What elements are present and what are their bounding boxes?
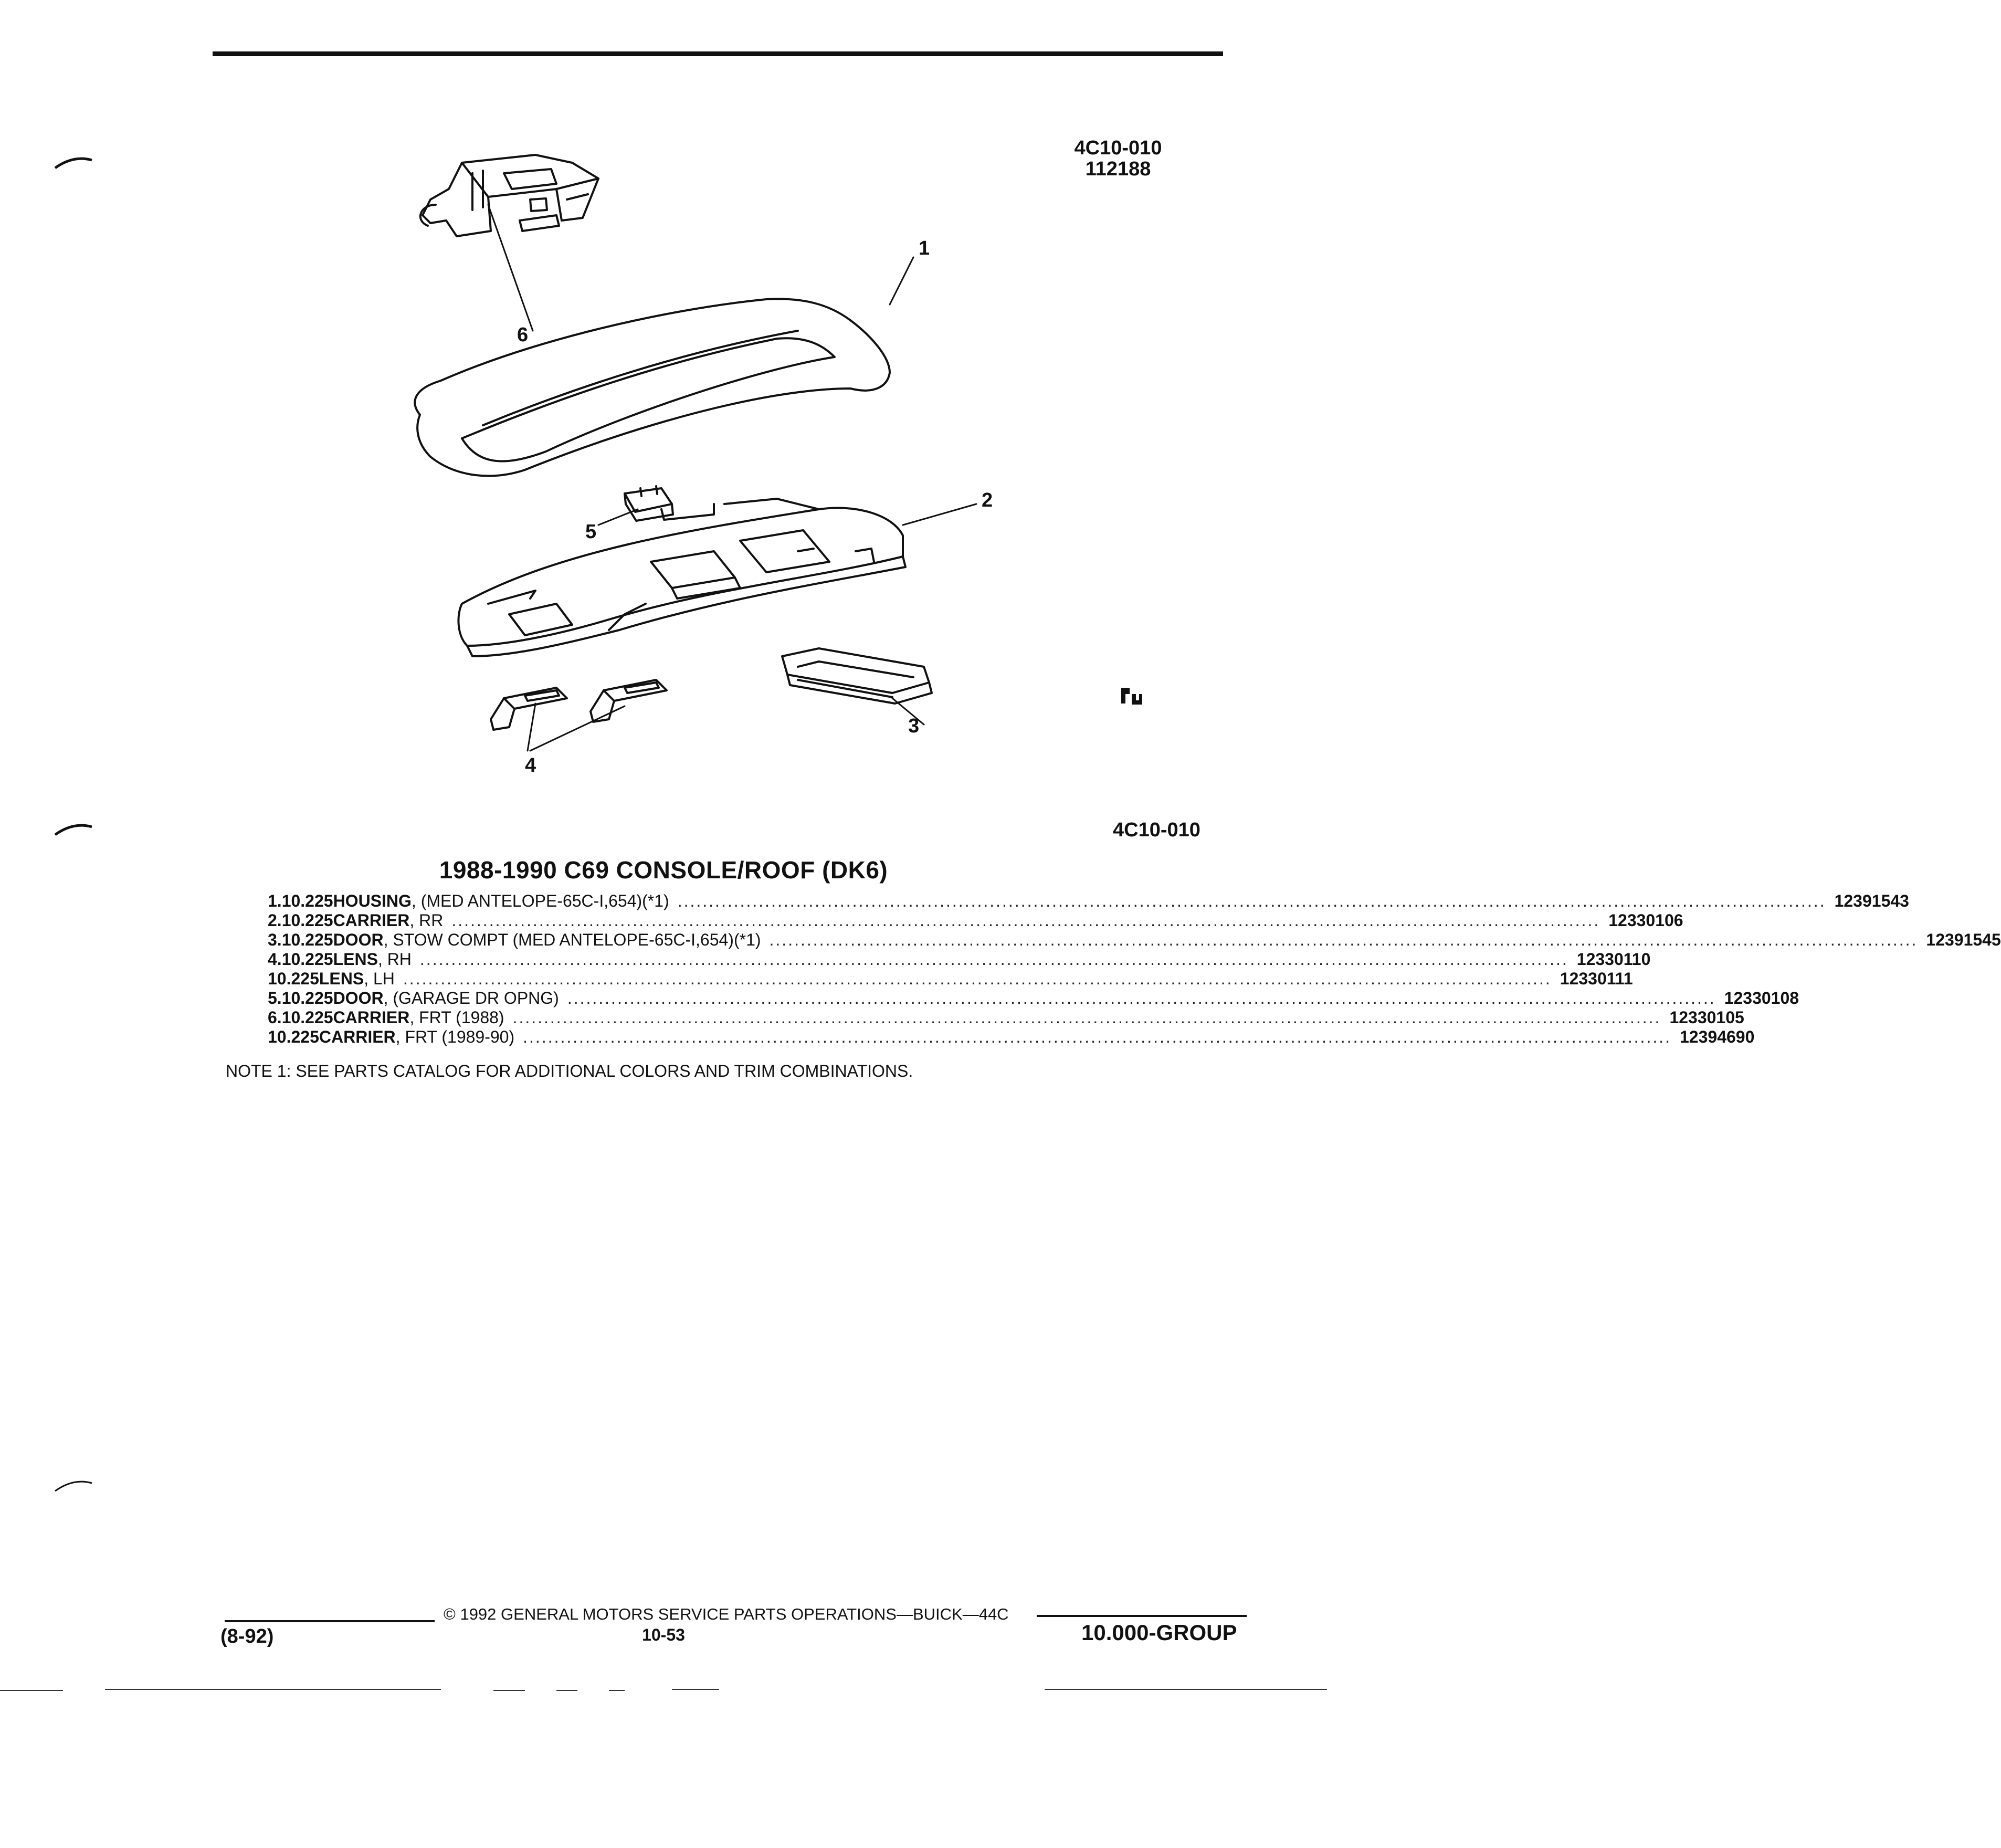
item-number: 3. — [268, 930, 282, 949]
parts-row: 2. 10.225 CARRIER , RR 12330106 — [268, 911, 1683, 930]
parts-row: 6. 10.225 CARRIER , FRT (1988) 12330105 — [268, 1008, 1744, 1027]
group-number: 10.225 — [268, 1027, 319, 1046]
callout-1: 1 — [919, 237, 930, 259]
part-number: 12330111 — [1560, 969, 1633, 988]
gm-parts-logo — [1121, 688, 1142, 705]
part-description: , (GARAGE DR OPNG) — [383, 989, 559, 1007]
front-carrier-bracket — [419, 154, 599, 237]
item-number: 2. — [268, 911, 282, 930]
punch-mark-1 — [54, 157, 92, 170]
part-name: LENS — [319, 969, 364, 988]
item-number: 1. — [268, 891, 282, 910]
part-description: , STOW COMPT (MED ANTELOPE-65C-I,654)(*1… — [383, 930, 761, 949]
item-number: 4. — [268, 950, 282, 969]
group-number: 10.225 — [281, 911, 333, 930]
exploded-view-illustration: 1 2 3 4 5 6 — [414, 154, 993, 776]
group-number: 10.225 — [281, 1008, 333, 1027]
figure-code: 4C10-010 — [1074, 137, 1162, 159]
part-name: DOOR — [333, 989, 384, 1007]
punch-mark-3 — [55, 1480, 92, 1492]
part-number: 12391545 — [1926, 930, 2001, 949]
callout-3: 3 — [908, 715, 919, 737]
footer-rule-left — [225, 1620, 435, 1622]
footer-rule-right — [1037, 1615, 1247, 1617]
part-description: , FRT (1988) — [409, 1008, 504, 1027]
part-description: , (MED ANTELOPE-65C-I,654)(*1) — [411, 891, 669, 910]
part-number: 12391543 — [1834, 891, 1909, 910]
leader-dots — [770, 930, 1918, 950]
group-number: 10.225 — [268, 969, 319, 988]
parts-row: 5. 10.225 DOOR , (GARAGE DR OPNG) 123301… — [268, 989, 1799, 1008]
leader-dots — [403, 969, 1552, 989]
parts-row: 1. 10.225 HOUSING , (MED ANTELOPE-65C-I,… — [268, 891, 1909, 911]
part-name: DOOR — [333, 930, 384, 949]
rear-carrier — [457, 498, 907, 657]
stow-compartment-door — [781, 647, 933, 705]
footnote: NOTE 1: SEE PARTS CATALOG FOR ADDITIONAL… — [226, 1062, 913, 1080]
figure-code-bottom: 4C10-010 — [1113, 819, 1200, 841]
parts-row: 10.225 LENS , LH 12330111 — [268, 969, 1633, 989]
group-label: 10.000-GROUP — [1081, 1620, 1237, 1645]
part-name: CARRIER — [333, 1008, 410, 1027]
part-name: CARRIER — [333, 911, 410, 930]
leader-dots — [513, 1008, 1661, 1027]
catalog-title: 1988-1990 C69 CONSOLE/ROOF (DK6) — [439, 856, 888, 884]
item-number: 6. — [268, 1008, 282, 1027]
part-number: 12394690 — [1680, 1027, 1755, 1046]
group-number: 10.225 — [281, 930, 333, 949]
part-description: , FRT (1989-90) — [395, 1027, 515, 1046]
group-number: 10.225 — [281, 989, 333, 1007]
part-description: , RR — [409, 911, 444, 930]
leader-dots — [523, 1027, 1671, 1047]
group-number: 10.225 — [281, 950, 333, 969]
part-number: 12330108 — [1724, 989, 1799, 1007]
part-description: , RH — [377, 950, 412, 969]
figure-code-block: 4C10-010 112188 — [1050, 138, 1186, 180]
part-number: 12330106 — [1608, 911, 1683, 930]
parts-row: 3. 10.225 DOOR , STOW COMPT (MED ANTELOP… — [268, 930, 2001, 950]
scan-edge-marks — [0, 1689, 1327, 1691]
punch-mark-2 — [54, 824, 92, 836]
part-number: 12330105 — [1669, 1008, 1744, 1027]
callout-5: 5 — [585, 521, 596, 543]
page-number: 10-53 — [642, 1625, 685, 1644]
top-rule — [213, 51, 1223, 56]
figure-date: 112188 — [1085, 158, 1151, 180]
part-name: HOUSING — [333, 891, 412, 910]
part-number: 12330110 — [1576, 950, 1651, 969]
part-description: , LH — [364, 969, 395, 988]
group-number: 10.225 — [281, 891, 333, 910]
callout-2: 2 — [982, 489, 993, 511]
parts-row: 10.225 CARRIER , FRT (1989-90) 12394690 — [268, 1027, 1754, 1047]
parts-row: 4. 10.225 LENS , RH 12330110 — [268, 950, 1650, 969]
callout-6: 6 — [517, 324, 528, 346]
part-name: LENS — [333, 950, 378, 969]
leader-dots — [451, 911, 1600, 930]
parts-list: 1. 10.225 HOUSING , (MED ANTELOPE-65C-I,… — [268, 891, 2001, 1047]
leader-dots — [420, 950, 1568, 969]
leader-dots — [678, 891, 1826, 911]
leader-dots — [567, 989, 1716, 1008]
callout-leaders — [487, 204, 977, 752]
item-number: 5. — [268, 989, 282, 1007]
lens-brackets — [490, 679, 668, 731]
callout-4: 4 — [525, 754, 536, 776]
garage-door-opener-door — [624, 485, 674, 522]
copyright-line: © 1992 GENERAL MOTORS SERVICE PARTS OPER… — [444, 1605, 1009, 1623]
part-name: CARRIER — [319, 1027, 396, 1046]
revision-date: (8-92) — [220, 1625, 274, 1647]
housing — [414, 298, 891, 477]
